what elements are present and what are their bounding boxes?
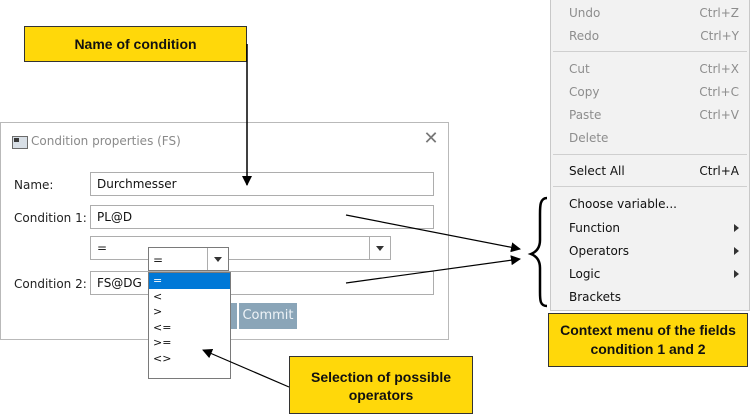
condition-properties-dialog: Condition properties (FS) ✕ Name: Durchm… — [0, 122, 449, 340]
submenu-arrow-icon — [734, 270, 739, 278]
name-label: Name: — [14, 178, 54, 192]
menu-item-function[interactable]: Function — [569, 218, 739, 238]
operator-dropdown-value: = — [153, 253, 164, 267]
operator-combobox[interactable]: = — [90, 236, 391, 260]
callout-name-of-condition-text: Name of condition — [74, 36, 197, 52]
menu-item-paste[interactable]: Paste Ctrl+V — [569, 105, 739, 125]
operator-option[interactable]: <> — [153, 351, 172, 365]
menu-item-label: Brackets — [569, 290, 621, 304]
callout-context-menu: Context menu of the fields condition 1 a… — [548, 313, 748, 367]
menu-item-shortcut: Ctrl+Y — [700, 29, 739, 43]
menu-item-label: Cut — [569, 62, 590, 76]
condition2-field[interactable]: FS@DG — [90, 271, 434, 295]
menu-item-label: Redo — [569, 29, 600, 43]
window-icon — [12, 136, 28, 149]
menu-item-label: Logic — [569, 267, 601, 281]
callout-selection-operators: Selection of possible operators — [289, 356, 473, 414]
menu-item-label: Choose variable... — [569, 197, 677, 211]
dialog-title: Condition properties (FS) — [31, 134, 181, 148]
callout-selection-line2: operators — [348, 387, 414, 403]
submenu-arrow-icon — [734, 224, 739, 232]
callout-context-menu-line1: Context menu of the fields — [560, 322, 736, 338]
menu-item-operators[interactable]: Operators — [569, 241, 739, 261]
menu-item-select-all[interactable]: Select All Ctrl+A — [569, 161, 739, 181]
commit-button[interactable]: Commit — [239, 303, 297, 329]
operator-option[interactable]: >= — [153, 336, 172, 349]
menu-item-shortcut: Ctrl+Z — [699, 6, 739, 20]
menu-item-shortcut: Ctrl+V — [699, 108, 739, 122]
menu-item-logic[interactable]: Logic — [569, 264, 739, 284]
menu-item-shortcut: Ctrl+C — [699, 85, 739, 99]
operator-combobox-value: = — [97, 241, 108, 255]
menu-item-label: Select All — [569, 164, 625, 178]
menu-item-label: Copy — [569, 85, 600, 99]
name-field[interactable]: Durchmesser — [90, 172, 434, 196]
operator-dropdown-combobox[interactable]: = — [148, 247, 229, 271]
callout-name-of-condition: Name of condition — [24, 26, 247, 62]
callout-selection-line1: Selection of possible — [310, 369, 452, 385]
menu-item-label: Operators — [569, 244, 629, 258]
cancel-button-edge[interactable] — [229, 303, 237, 329]
menu-item-label: Undo — [569, 6, 601, 20]
menu-separator — [553, 154, 747, 155]
menu-item-delete[interactable]: Delete — [569, 128, 739, 148]
condition2-label: Condition 2: — [14, 277, 87, 291]
menu-item-label: Delete — [569, 131, 609, 145]
brace-context-menu — [527, 196, 548, 308]
operator-dropdown-list: = < > <= >= <> — [148, 272, 231, 379]
operator-option[interactable]: > — [153, 305, 163, 318]
submenu-arrow-icon — [734, 247, 739, 255]
menu-item-shortcut: Ctrl+A — [699, 164, 739, 178]
menu-item-label: Function — [569, 221, 621, 235]
menu-item-cut[interactable]: Cut Ctrl+X — [569, 59, 739, 79]
operator-option[interactable]: = — [149, 273, 230, 289]
chevron-down-icon[interactable] — [369, 237, 390, 259]
menu-item-copy[interactable]: Copy Ctrl+C — [569, 82, 739, 102]
operator-option[interactable]: <= — [153, 320, 172, 334]
menu-item-label: Paste — [569, 108, 602, 122]
menu-separator — [553, 186, 747, 187]
menu-item-brackets[interactable]: Brackets — [569, 287, 739, 307]
callout-context-menu-line2: condition 1 and 2 — [590, 341, 706, 357]
operator-option[interactable]: < — [153, 289, 163, 303]
chevron-down-icon[interactable] — [207, 248, 228, 270]
menu-item-choose-variable[interactable]: Choose variable... — [569, 194, 739, 214]
arrow-condition2-to-menu — [345, 255, 521, 284]
close-icon[interactable]: ✕ — [423, 128, 439, 149]
condition1-field[interactable]: PL@D — [90, 205, 434, 229]
menu-item-shortcut: Ctrl+X — [699, 62, 739, 76]
menu-item-redo[interactable]: Redo Ctrl+Y — [569, 26, 739, 46]
menu-item-undo[interactable]: Undo Ctrl+Z — [569, 3, 739, 23]
context-menu: Undo Ctrl+Z Redo Ctrl+Y Cut Ctrl+X Copy … — [550, 0, 750, 311]
arrow-selection-operators — [202, 348, 290, 388]
arrow-condition1-to-menu — [345, 214, 521, 253]
condition1-label: Condition 1: — [14, 211, 87, 225]
menu-separator — [553, 51, 747, 52]
